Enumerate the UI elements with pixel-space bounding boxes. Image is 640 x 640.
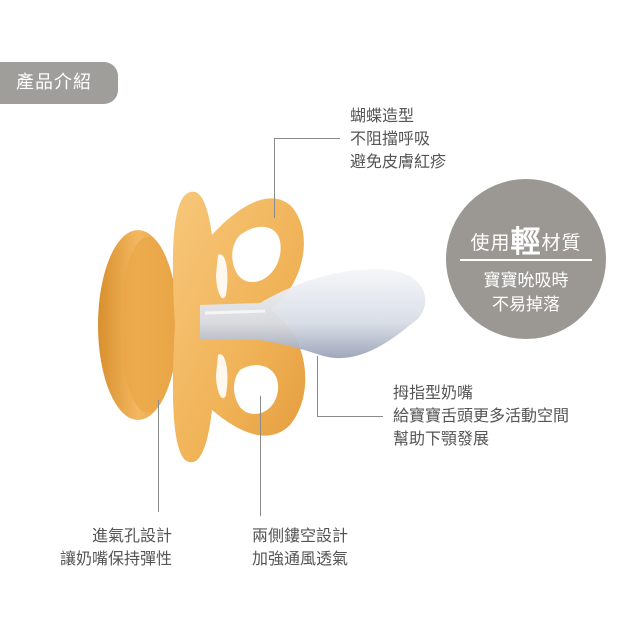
leader-line-butterfly-v — [274, 138, 275, 218]
leader-line-nipple-h — [317, 416, 383, 417]
circle-emphasis: 輕 — [510, 225, 542, 260]
callout-line: 拇指型奶嘴 — [393, 383, 474, 402]
leader-line-nipple-v — [317, 356, 318, 416]
callout-line: 蝴蝶造型 — [350, 106, 415, 125]
pacifier-image — [98, 191, 426, 463]
leader-line-butterfly-h — [274, 138, 340, 139]
callout-thumb-nipple: 拇指型奶嘴 給寶寶舌頭更多活動空間 幫助下顎發展 — [393, 381, 569, 450]
circle-subtext: 寶寶吮吸時 不易掉落 — [446, 269, 606, 317]
callout-line: 幫助下顎發展 — [393, 429, 490, 448]
callout-butterfly: 蝴蝶造型 不阻擋呼吸 避免皮膚紅疹 — [350, 104, 446, 173]
callout-side-hollow: 兩側鏤空設計 加強通風透氣 — [252, 524, 348, 570]
callout-air-hole: 進氣孔設計 讓奶嘴保持彈性 — [40, 524, 172, 570]
callout-line: 不阻擋呼吸 — [350, 129, 431, 148]
callout-line: 兩側鏤空設計 — [252, 526, 349, 545]
circle-headline: 使用輕材質 — [446, 217, 606, 261]
callout-line: 給寶寶舌頭更多活動空間 — [393, 406, 570, 425]
section-badge: 產品介紹 — [0, 62, 118, 104]
callout-line: 進氣孔設計 — [91, 526, 172, 545]
circle-line: 不易掉落 — [492, 295, 560, 315]
circle-line: 寶寶吮吸時 — [483, 271, 569, 291]
leader-line-side — [260, 396, 261, 516]
circle-post: 材質 — [541, 232, 582, 254]
leader-line-airhole — [158, 400, 159, 512]
callout-line: 加強通風透氣 — [252, 549, 349, 568]
feature-circle: 使用輕材質 寶寶吮吸時 不易掉落 — [446, 179, 606, 339]
callout-line: 讓奶嘴保持彈性 — [59, 549, 172, 568]
callout-line: 避免皮膚紅疹 — [350, 152, 447, 171]
circle-pre: 使用 — [470, 232, 511, 254]
circle-divider — [460, 259, 592, 261]
